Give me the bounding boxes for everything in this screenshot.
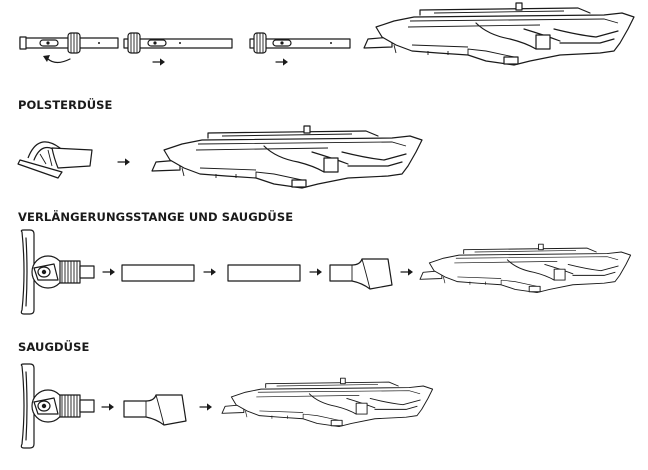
extension-tube <box>227 264 301 282</box>
arrow-right-icon <box>275 57 289 67</box>
row-top <box>19 2 635 67</box>
tube-locked-step <box>249 32 351 67</box>
extension-tube <box>121 264 195 282</box>
floor-nozzle <box>20 363 95 449</box>
arrow-right-icon <box>102 267 116 277</box>
arrow-right-icon <box>101 402 115 412</box>
upholstery-nozzle <box>17 141 93 179</box>
vacuum-body <box>363 2 635 66</box>
vacuum-body <box>221 377 434 428</box>
arrow-right-icon <box>203 267 217 277</box>
vacuum-body <box>419 243 632 294</box>
arrow-right-icon <box>117 157 131 167</box>
tube-with-collar <box>19 32 119 64</box>
arrow-right-icon <box>400 267 414 277</box>
row-verlaengerung <box>20 229 632 315</box>
row-polsterduese <box>17 125 423 189</box>
arrow-right-icon <box>152 57 166 67</box>
suction-nozzle <box>329 258 393 290</box>
floor-nozzle <box>20 229 95 315</box>
rotate-arrow-icon <box>43 55 71 64</box>
section-heading-saugduese: SAUGDÜSE <box>18 339 89 354</box>
section-heading-polsterduese: POLSTERDÜSE <box>18 97 113 112</box>
arrow-right-icon <box>309 267 323 277</box>
section-heading-verlaengerung: VERLÄNGERUNGSSTANGE UND SAUGDÜSE <box>18 209 293 224</box>
tube-attach-step <box>123 32 233 67</box>
arrow-right-icon <box>199 402 213 412</box>
vacuum-body <box>151 125 423 189</box>
row-saugduese <box>20 363 434 449</box>
suction-nozzle <box>123 394 187 426</box>
